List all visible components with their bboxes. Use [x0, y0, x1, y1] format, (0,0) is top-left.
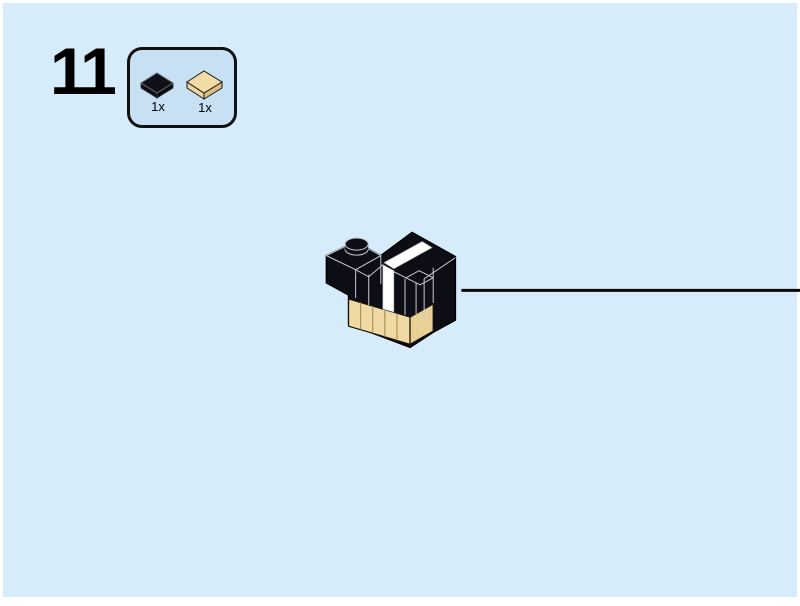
page-background: 11	[3, 3, 800, 597]
part-black-tile: 1x	[138, 64, 178, 113]
parts-callout-box: 1x 1x	[127, 47, 237, 128]
brick-edge-lines	[326, 240, 456, 321]
part-qty-label: 1x	[151, 99, 165, 114]
step-number: 11	[50, 34, 117, 108]
part-tan-tile: 1x	[184, 63, 226, 114]
tan-layer-seams	[360, 302, 398, 341]
part-qty-label: 1x	[198, 100, 212, 115]
white-stripe-top	[383, 241, 433, 270]
brick-stud	[344, 237, 369, 256]
assembly-drawing	[325, 231, 800, 349]
tan-tile-icon	[186, 70, 223, 100]
lego-assembly	[325, 231, 457, 349]
white-stripe-front	[382, 264, 395, 313]
black-tile-icon	[140, 72, 174, 99]
